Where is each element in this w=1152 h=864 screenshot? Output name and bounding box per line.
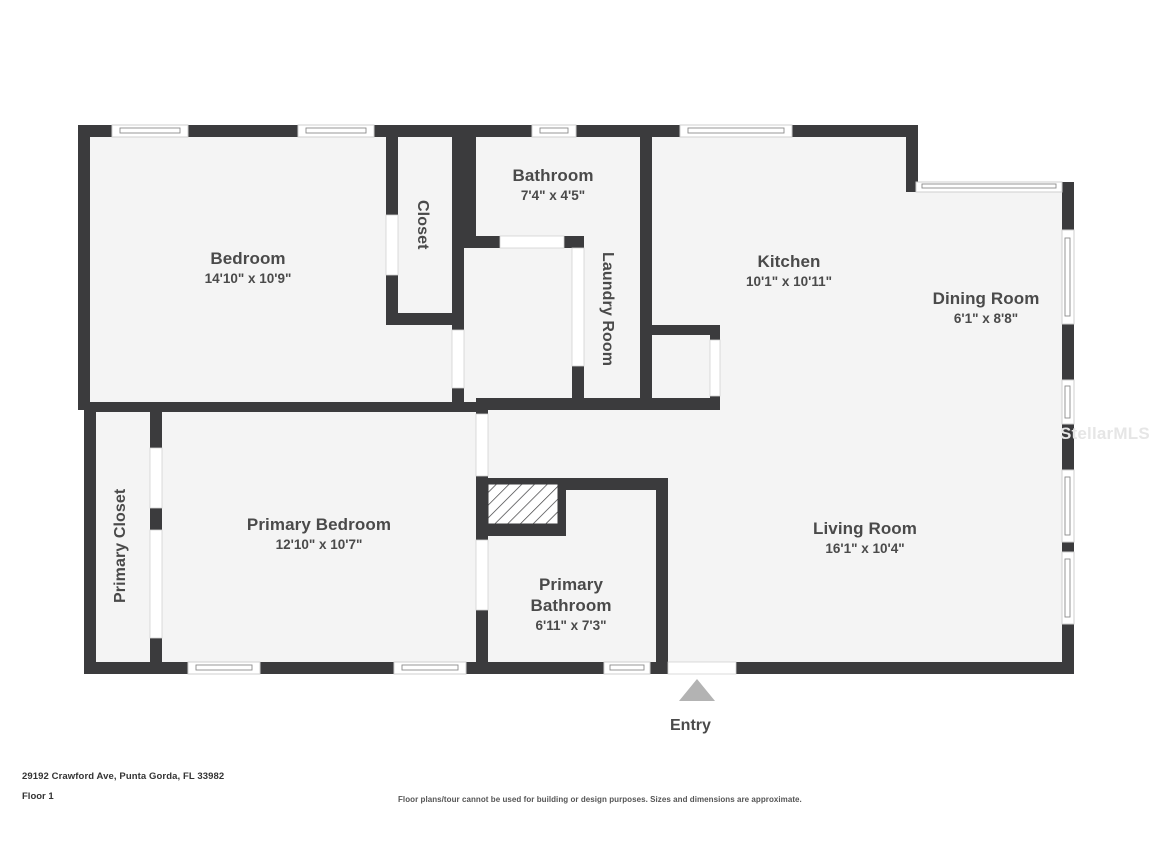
disclaimer-text: Floor plans/tour cannot be used for buil…: [398, 795, 802, 804]
windows: [111, 124, 1075, 675]
floor-label: Floor 1: [22, 791, 54, 802]
door-openings: [149, 214, 737, 675]
property-address: 29192 Crawford Ave, Punta Gorda, FL 3398…: [22, 771, 225, 782]
entry-label: Entry: [670, 717, 711, 734]
entry-arrow-icon: [679, 679, 715, 701]
shower-hatch: [487, 483, 559, 525]
floor-fills: [78, 125, 1074, 674]
